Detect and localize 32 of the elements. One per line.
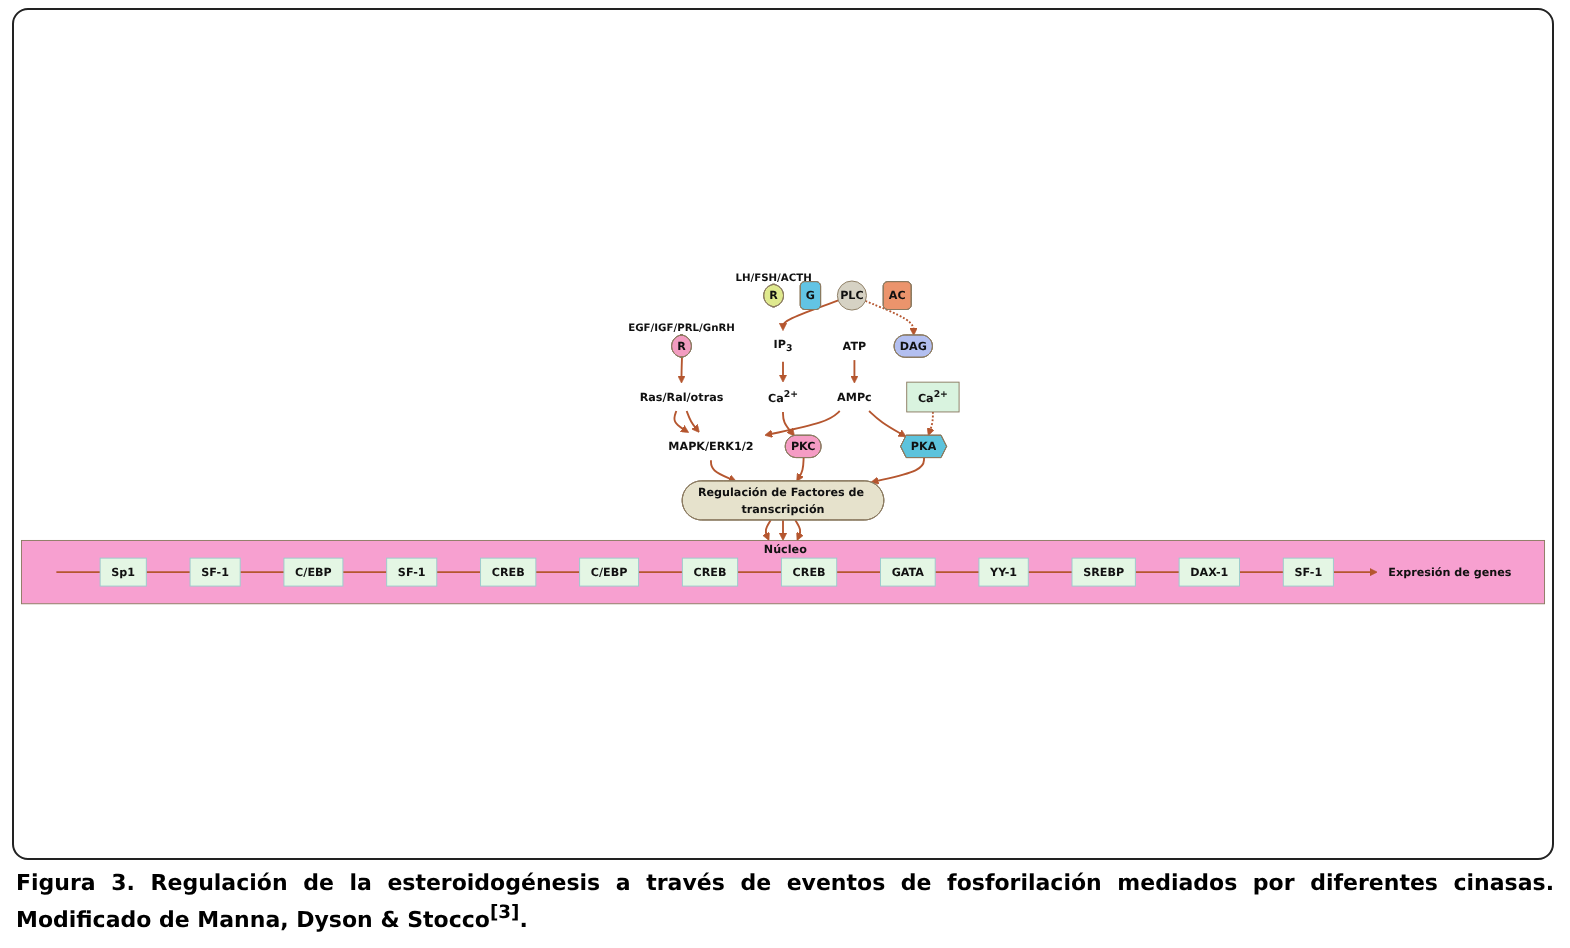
arrow xyxy=(673,410,689,433)
arrow xyxy=(850,359,859,384)
arrow xyxy=(782,411,795,437)
arrow xyxy=(794,519,804,541)
connector xyxy=(934,571,980,574)
connector xyxy=(835,571,882,574)
arrow xyxy=(778,360,788,383)
connector xyxy=(1134,571,1181,574)
arrow xyxy=(710,459,737,483)
arrow xyxy=(764,410,841,438)
arrow xyxy=(762,519,772,541)
connector xyxy=(435,571,482,574)
connector xyxy=(239,571,285,574)
arrow xyxy=(868,410,907,438)
arrow xyxy=(926,411,935,437)
arrow xyxy=(677,356,686,384)
connector xyxy=(534,571,581,574)
connector xyxy=(55,571,102,574)
arrow xyxy=(685,410,700,433)
connector xyxy=(1027,571,1073,574)
figure-caption: Figura 3. Regulación de la esteroidogénesis a través de eventos de fosforilación mediados por diferentes cinasas. Modificado de Manna, Dyson & Stocco$^{[3]}$. xyxy=(16,868,1554,936)
arrow xyxy=(796,457,805,482)
connector xyxy=(145,571,191,574)
arrow xyxy=(778,299,840,331)
arrow xyxy=(778,519,788,541)
arrow xyxy=(870,457,925,485)
connector xyxy=(736,571,783,574)
arrow xyxy=(1332,568,1378,577)
arrow xyxy=(864,300,918,336)
connector xyxy=(637,571,684,574)
connector xyxy=(1238,571,1285,574)
connector xyxy=(342,571,388,574)
